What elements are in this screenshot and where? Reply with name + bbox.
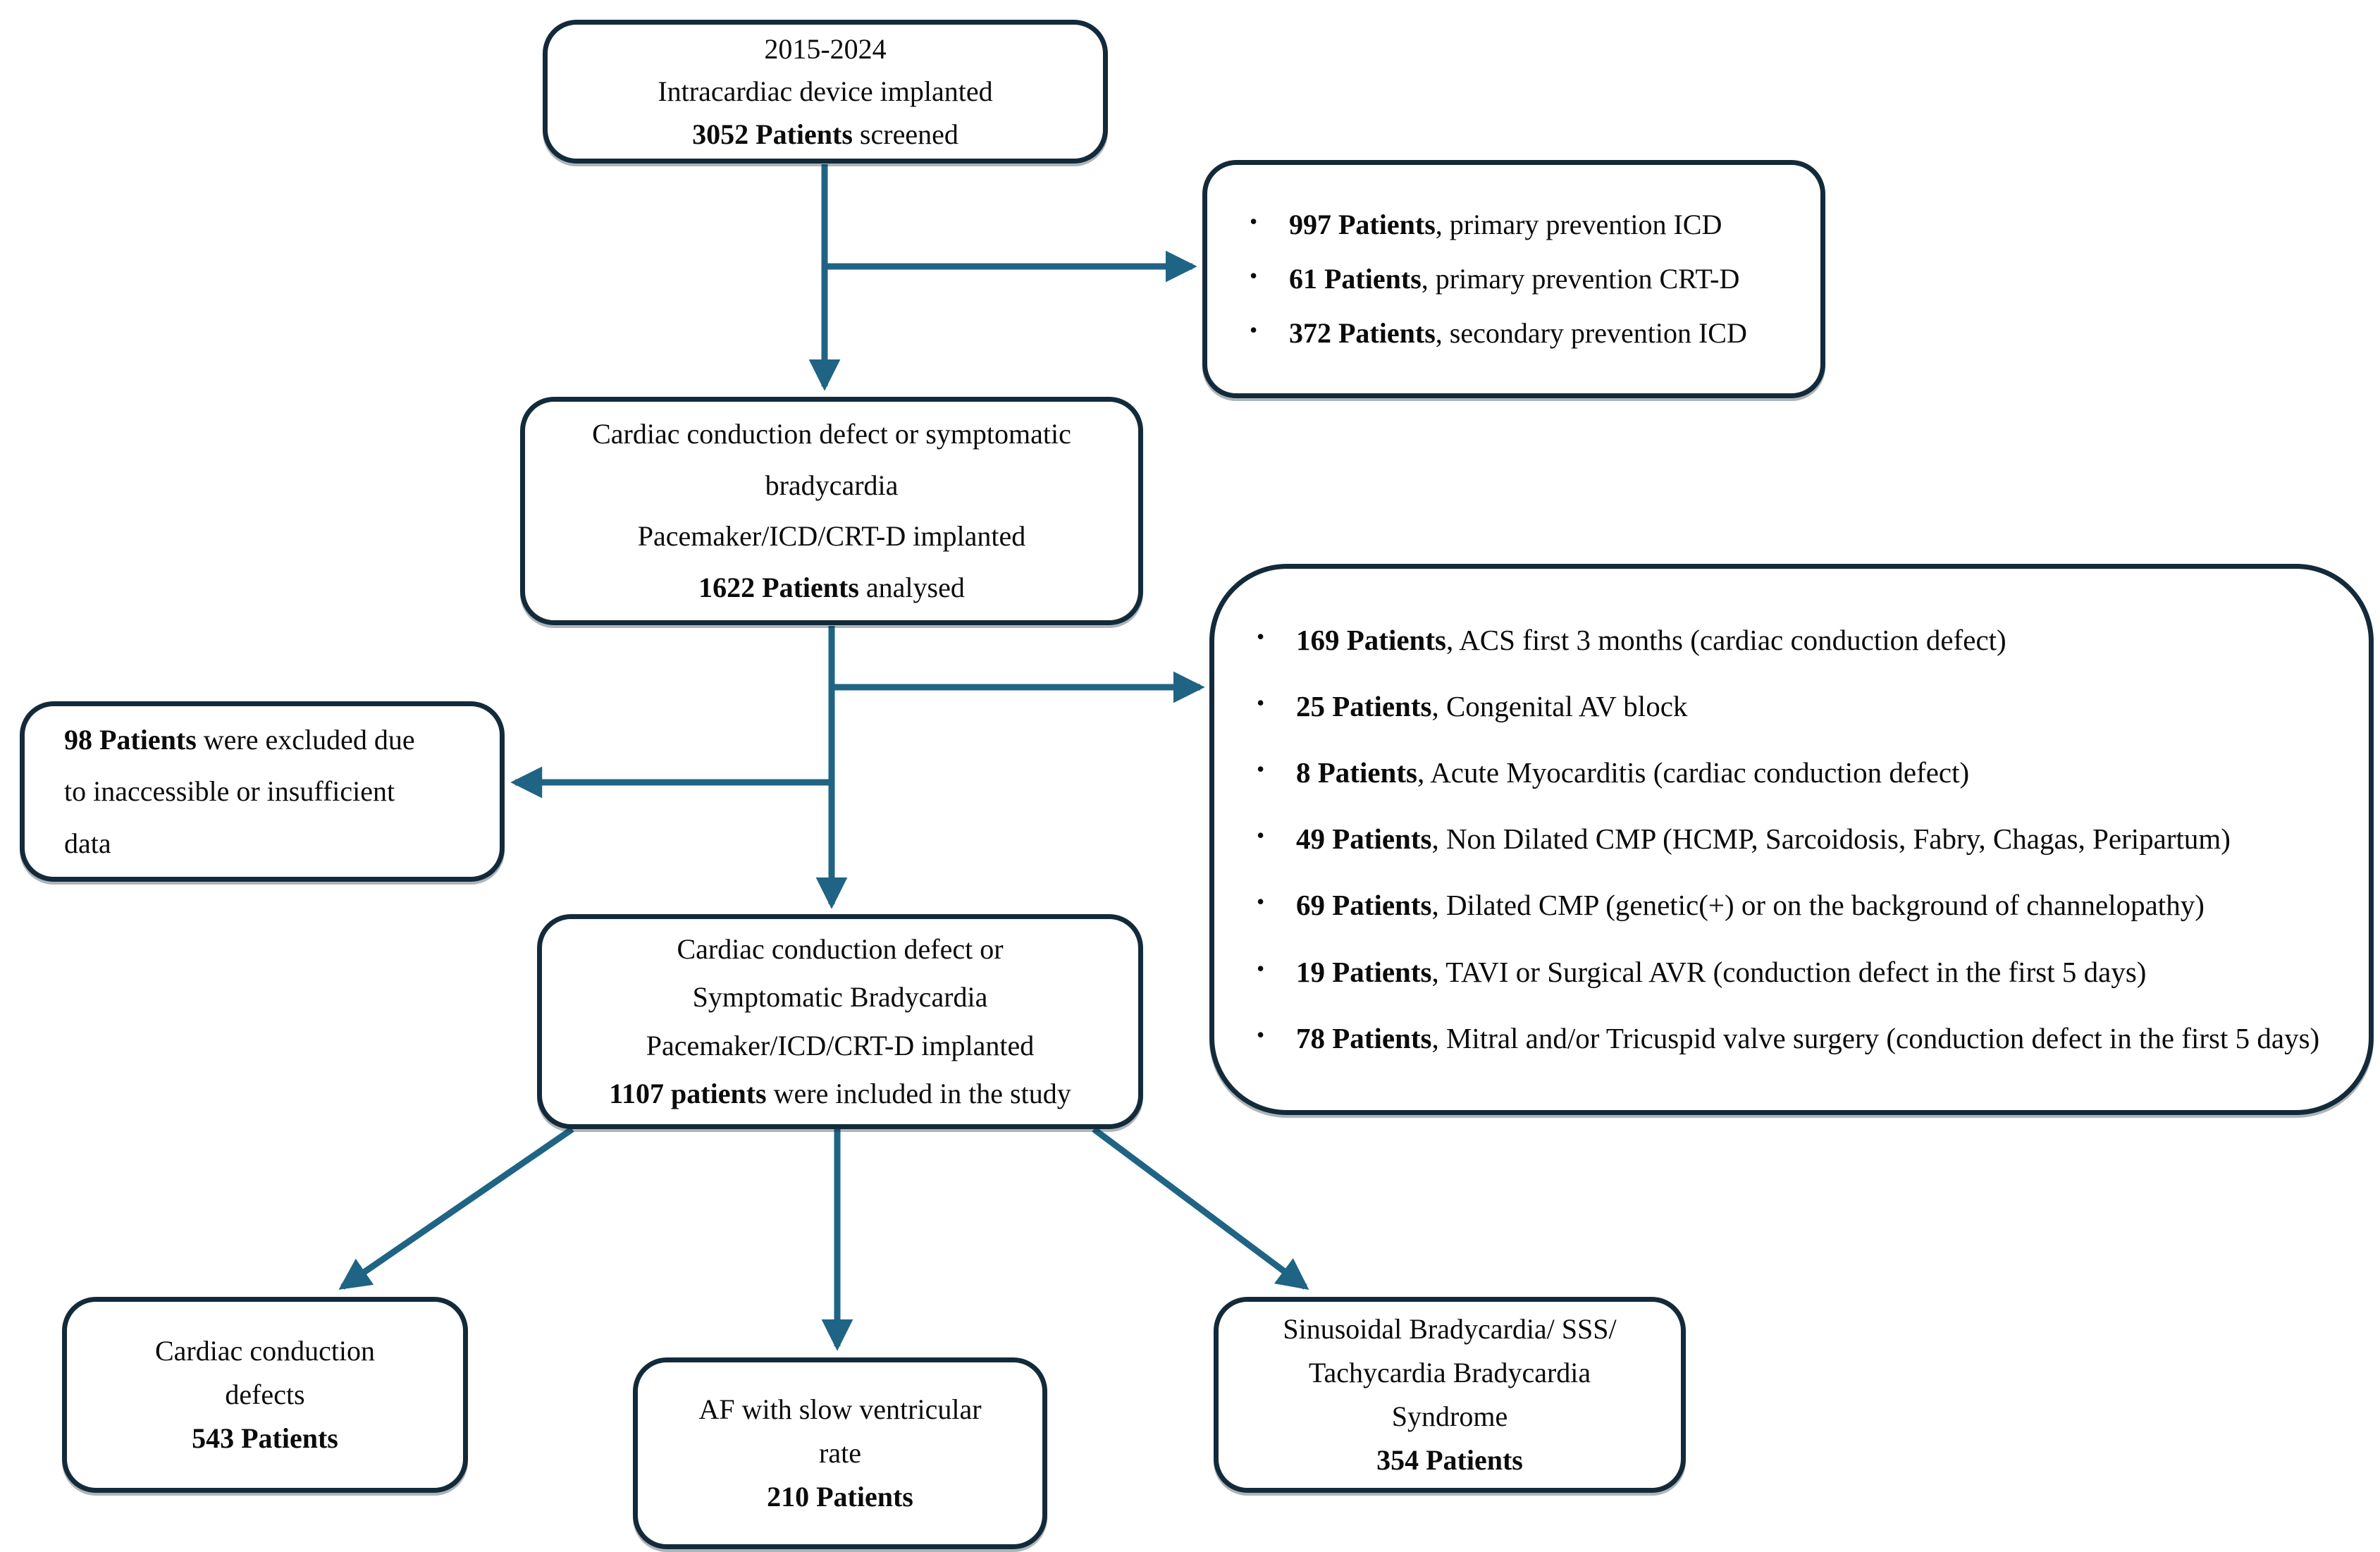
text-line: 354 Patients [1219, 1442, 1681, 1479]
box-prevention-exclusions: •997 Patients, primary prevention ICD•61… [1202, 160, 1825, 398]
bullet-line: •49 Patients, Non Dilated CMP (HCMP, Sar… [1257, 823, 2231, 856]
bullet-line: •372 Patients, secondary prevention ICD [1250, 317, 1747, 349]
text-line: Tachycardia Bradycardia [1308, 1357, 1591, 1388]
bullet-icon: • [1250, 263, 1258, 288]
box-analysed: Cardiac conduction defect or symptomatic… [520, 397, 1143, 625]
text-line: defects [225, 1379, 305, 1410]
patient-count: 1107 patients [609, 1078, 767, 1110]
text-line: data [64, 827, 111, 859]
text-line: Cardiac conduction defect or [677, 932, 1004, 965]
bullet-line: •8 Patients, Acute Myocarditis (cardiac … [1257, 756, 1970, 789]
text-line: 543 Patients [67, 1420, 463, 1457]
text-line: Sinusoidal Bradycardia/ SSS/ [1283, 1313, 1617, 1345]
bullet-icon: • [1257, 823, 1265, 849]
box-clinical-exclusions: •169 Patients, ACS first 3 months (cardi… [1209, 564, 2374, 1115]
bullet-icon: • [1250, 209, 1258, 234]
patient-count: 354 Patients [1376, 1444, 1523, 1476]
bullet-icon: • [1257, 955, 1265, 981]
patient-count: 78 Patients [1296, 1021, 1432, 1054]
bullet-line: •169 Patients, ACS first 3 months (cardi… [1257, 623, 2006, 656]
text-line: AF with slow ventricular [698, 1393, 982, 1425]
bullet-line: •61 Patients, primary prevention CRT-D [1250, 263, 1740, 295]
patient-count: 8 Patients [1296, 756, 1417, 789]
text-line: Pacemaker/ICD/CRT-D implanted [637, 520, 1026, 553]
bullet-line: •78 Patients, Mitral and/or Tricuspid va… [1257, 1021, 2320, 1054]
patient-count: 1622 Patients [698, 571, 859, 603]
patient-count: 372 Patients [1289, 317, 1436, 349]
box-sinus-bradycardia: Sinusoidal Bradycardia/ SSS/Tachycardia … [1214, 1297, 1686, 1493]
patient-count: 210 Patients [767, 1481, 913, 1513]
box-excluded-data: 98 Patients were excluded due to inaccess… [20, 701, 505, 882]
patient-count: 3052 Patients [692, 118, 853, 150]
patient-count: 98 Patients [64, 723, 197, 756]
patient-count: 61 Patients [1289, 263, 1422, 295]
text-line: Syndrome [1391, 1400, 1508, 1432]
bullet-line: •69 Patients, Dilated CMP (genetic(+) or… [1257, 889, 2205, 922]
patient-count: 19 Patients [1296, 955, 1432, 988]
text-line: 1622 Patients analysed [698, 571, 965, 603]
patient-count: 543 Patients [192, 1422, 338, 1454]
bullet-icon: • [1257, 889, 1265, 915]
text-line: 98 Patients were excluded due [64, 723, 415, 756]
box-af-slow-rate: AF with slow ventricular rate 210 Patients [633, 1357, 1047, 1549]
box-conduction-defects: Cardiac conduction defects 543 Patients [62, 1297, 468, 1493]
text-line: Symptomatic Bradycardia [692, 981, 988, 1014]
text-line: 3052 Patients screened [692, 118, 958, 150]
bullet-icon: • [1257, 1021, 1265, 1047]
text-line: rate [819, 1437, 861, 1469]
text-line: 2015-2024 [764, 32, 887, 65]
bullet-icon: • [1257, 623, 1265, 649]
patient-count: 69 Patients [1296, 889, 1432, 922]
bullet-icon: • [1257, 690, 1265, 716]
text-line: Cardiac conduction defect or symptomatic [592, 418, 1071, 450]
patient-count: 997 Patients [1289, 209, 1436, 240]
text-line: Intracardiac device implanted [658, 75, 993, 107]
bullet-line: •19 Patients, TAVI or Surgical AVR (cond… [1257, 955, 2147, 988]
text-line: 1107 patients were included in the study [609, 1078, 1071, 1110]
text-line: Pacemaker/ICD/CRT-D implanted [646, 1029, 1035, 1061]
text-line: Cardiac conduction [154, 1335, 376, 1367]
box-included: Cardiac conduction defect or Symptomatic … [537, 914, 1143, 1129]
text-line: to inaccessible or insufficient [64, 775, 395, 807]
patient-count: 49 Patients [1296, 823, 1432, 856]
arrow-included-to-conduction-defects [338, 1126, 574, 1290]
bullet-icon: • [1250, 317, 1258, 343]
patient-count: 169 Patients [1296, 623, 1446, 656]
bullet-line: •25 Patients, Congenital AV block [1257, 690, 1688, 723]
arrow-included-to-sinus-bradycardia [1092, 1126, 1309, 1291]
text-line: bradycardia [765, 469, 899, 501]
patient-count: 25 Patients [1296, 690, 1432, 723]
bullet-line: •997 Patients, primary prevention ICD [1250, 209, 1722, 240]
bullet-icon: • [1257, 756, 1265, 782]
text-line: 210 Patients [638, 1479, 1042, 1515]
